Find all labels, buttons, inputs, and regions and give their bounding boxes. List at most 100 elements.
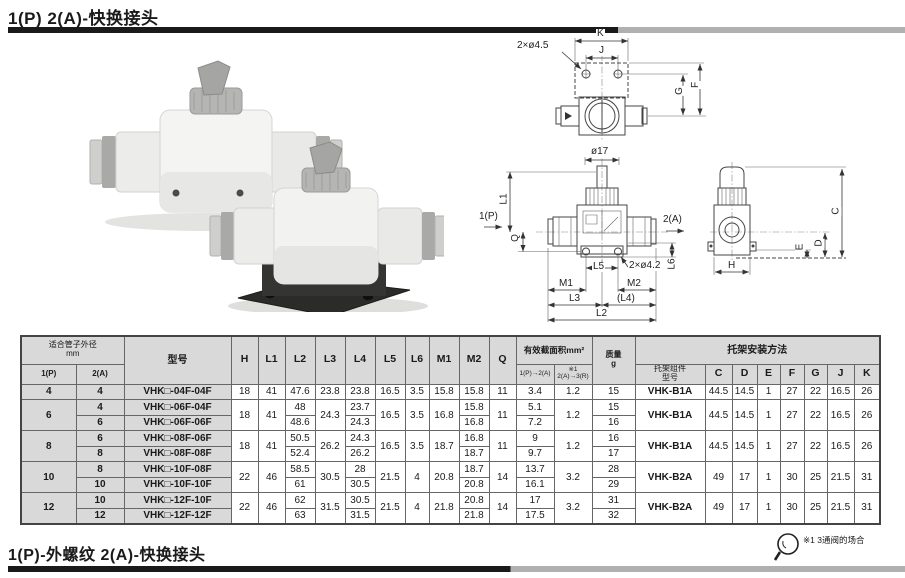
spec-cell: 17 (591, 445, 636, 462)
spec-cell: 20.8 (458, 492, 490, 509)
cell-bracket-model: VHK-B1A (634, 383, 706, 400)
spec-cell: 16.1 (515, 476, 555, 493)
spec-cell: 44.5 (704, 430, 733, 462)
spec-cell: 41 (257, 430, 286, 462)
spec-cell: 4 (404, 492, 430, 524)
spec-cell: 25 (803, 461, 828, 493)
spec-cell: 41 (257, 383, 286, 400)
magnifier-icon (773, 533, 799, 561)
spec-cell: 24.3 (344, 430, 376, 447)
spec-cell: 16 (591, 414, 636, 431)
spec-cell: 18 (230, 430, 259, 462)
cell-pipe-a: 12 (75, 507, 125, 524)
spec-cell: 14.5 (731, 383, 758, 400)
spec-cell: 11 (488, 399, 517, 431)
header-eff-area: 有效截面积mm² (515, 335, 593, 365)
spec-cell: 31 (591, 492, 636, 509)
spec-cell: 16.5 (826, 430, 855, 462)
spec-cell: 50.5 (284, 430, 316, 447)
dim-label-l1: L1 (498, 192, 510, 206)
spec-cell: 3.4 (515, 383, 555, 400)
dim-label-m1: M1 (558, 278, 574, 289)
spec-cell: 18 (230, 399, 259, 431)
spec-cell: 16.5 (374, 430, 406, 462)
dimension-drawing-lines (484, 38, 846, 323)
drawing-top-view (555, 38, 706, 140)
dimension-drawing: K J 2×ø4.5 G F ø17 L1 1(P) 2(A) Q L5 2×ø… (478, 28, 905, 333)
port-label-1p: 1(P) (478, 211, 499, 222)
spec-cell: 27 (779, 399, 805, 431)
dim-label-k: K (596, 28, 605, 39)
spec-cell: 15 (591, 383, 636, 400)
spec-cell: 31.5 (344, 507, 376, 524)
cell-pipe-p: 6 (20, 399, 77, 431)
spec-cell: 17 (515, 492, 555, 509)
spec-cell: 14.5 (731, 399, 758, 431)
spec-cell: 26.2 (314, 430, 346, 462)
spec-cell: 48.6 (284, 414, 316, 431)
cell-model: VHK□-04F-04F (123, 383, 232, 400)
spec-cell: 20.8 (458, 476, 490, 493)
spec-cell: 32 (591, 507, 636, 524)
cell-pipe-p: 4 (20, 383, 77, 400)
spec-cell: 18.7 (458, 461, 490, 478)
spec-cell: 22 (230, 492, 259, 524)
spec-cell: 46 (257, 492, 286, 524)
spec-cell: 3.5 (404, 430, 430, 462)
header-pipe-a: 2(A) (75, 363, 125, 385)
cell-model: VHK□-10F-08F (123, 461, 232, 478)
header-model: 型号 (123, 335, 232, 385)
spec-cell: 22 (230, 461, 259, 493)
spec-cell: 16.5 (826, 383, 855, 400)
spec-cell: 23.8 (344, 383, 376, 400)
spec-cell: 27 (779, 383, 805, 400)
product-photo (89, 60, 444, 312)
spec-cell: 31 (853, 492, 881, 524)
dim-label-g: G (673, 86, 685, 96)
title-underline (8, 27, 905, 33)
cell-pipe-a: 6 (75, 414, 125, 431)
header-dim-L3: L3 (314, 335, 346, 385)
spec-cell: 44.5 (704, 383, 733, 400)
dim-label-e: E (794, 242, 806, 252)
cell-model: VHK□-12F-12F (123, 507, 232, 524)
spec-cell: 62 (284, 492, 316, 509)
header-dim-H: H (230, 335, 259, 385)
spec-cell: 21.5 (374, 461, 406, 493)
spec-cell: 22 (803, 383, 828, 400)
drawing-side-view (707, 162, 846, 275)
header-bracket-dim-G: G (803, 363, 828, 385)
spec-cell: 28 (591, 461, 636, 478)
spec-cell: 14 (488, 461, 517, 493)
spec-cell: 18.7 (458, 445, 490, 462)
spec-cell: 15 (591, 399, 636, 416)
spec-cell: 30.5 (344, 476, 376, 493)
spec-cell: 11 (488, 430, 517, 462)
spec-cell: 1 (756, 430, 781, 462)
spec-cell: 21.5 (826, 461, 855, 493)
cell-pipe-a: 8 (75, 461, 125, 478)
header-bracket-dim-J: J (826, 363, 855, 385)
header-dim-Q: Q (488, 335, 517, 385)
spec-cell: 30 (779, 492, 805, 524)
spec-cell: 30.5 (314, 461, 346, 493)
spec-cell: 29 (591, 476, 636, 493)
spec-cell: 30.5 (344, 492, 376, 509)
spec-cell: 52.4 (284, 445, 316, 462)
spec-cell: 16.8 (428, 399, 460, 431)
spec-cell: 27 (779, 430, 805, 462)
spec-cell: 21.5 (374, 492, 406, 524)
spec-cell: 26 (853, 383, 881, 400)
spec-cell: 49 (704, 461, 733, 493)
spec-cell: 24.3 (314, 399, 346, 431)
spec-cell: 23.7 (344, 399, 376, 416)
dim-label-l5: L5 (592, 261, 606, 272)
spec-cell: 1 (756, 383, 781, 400)
